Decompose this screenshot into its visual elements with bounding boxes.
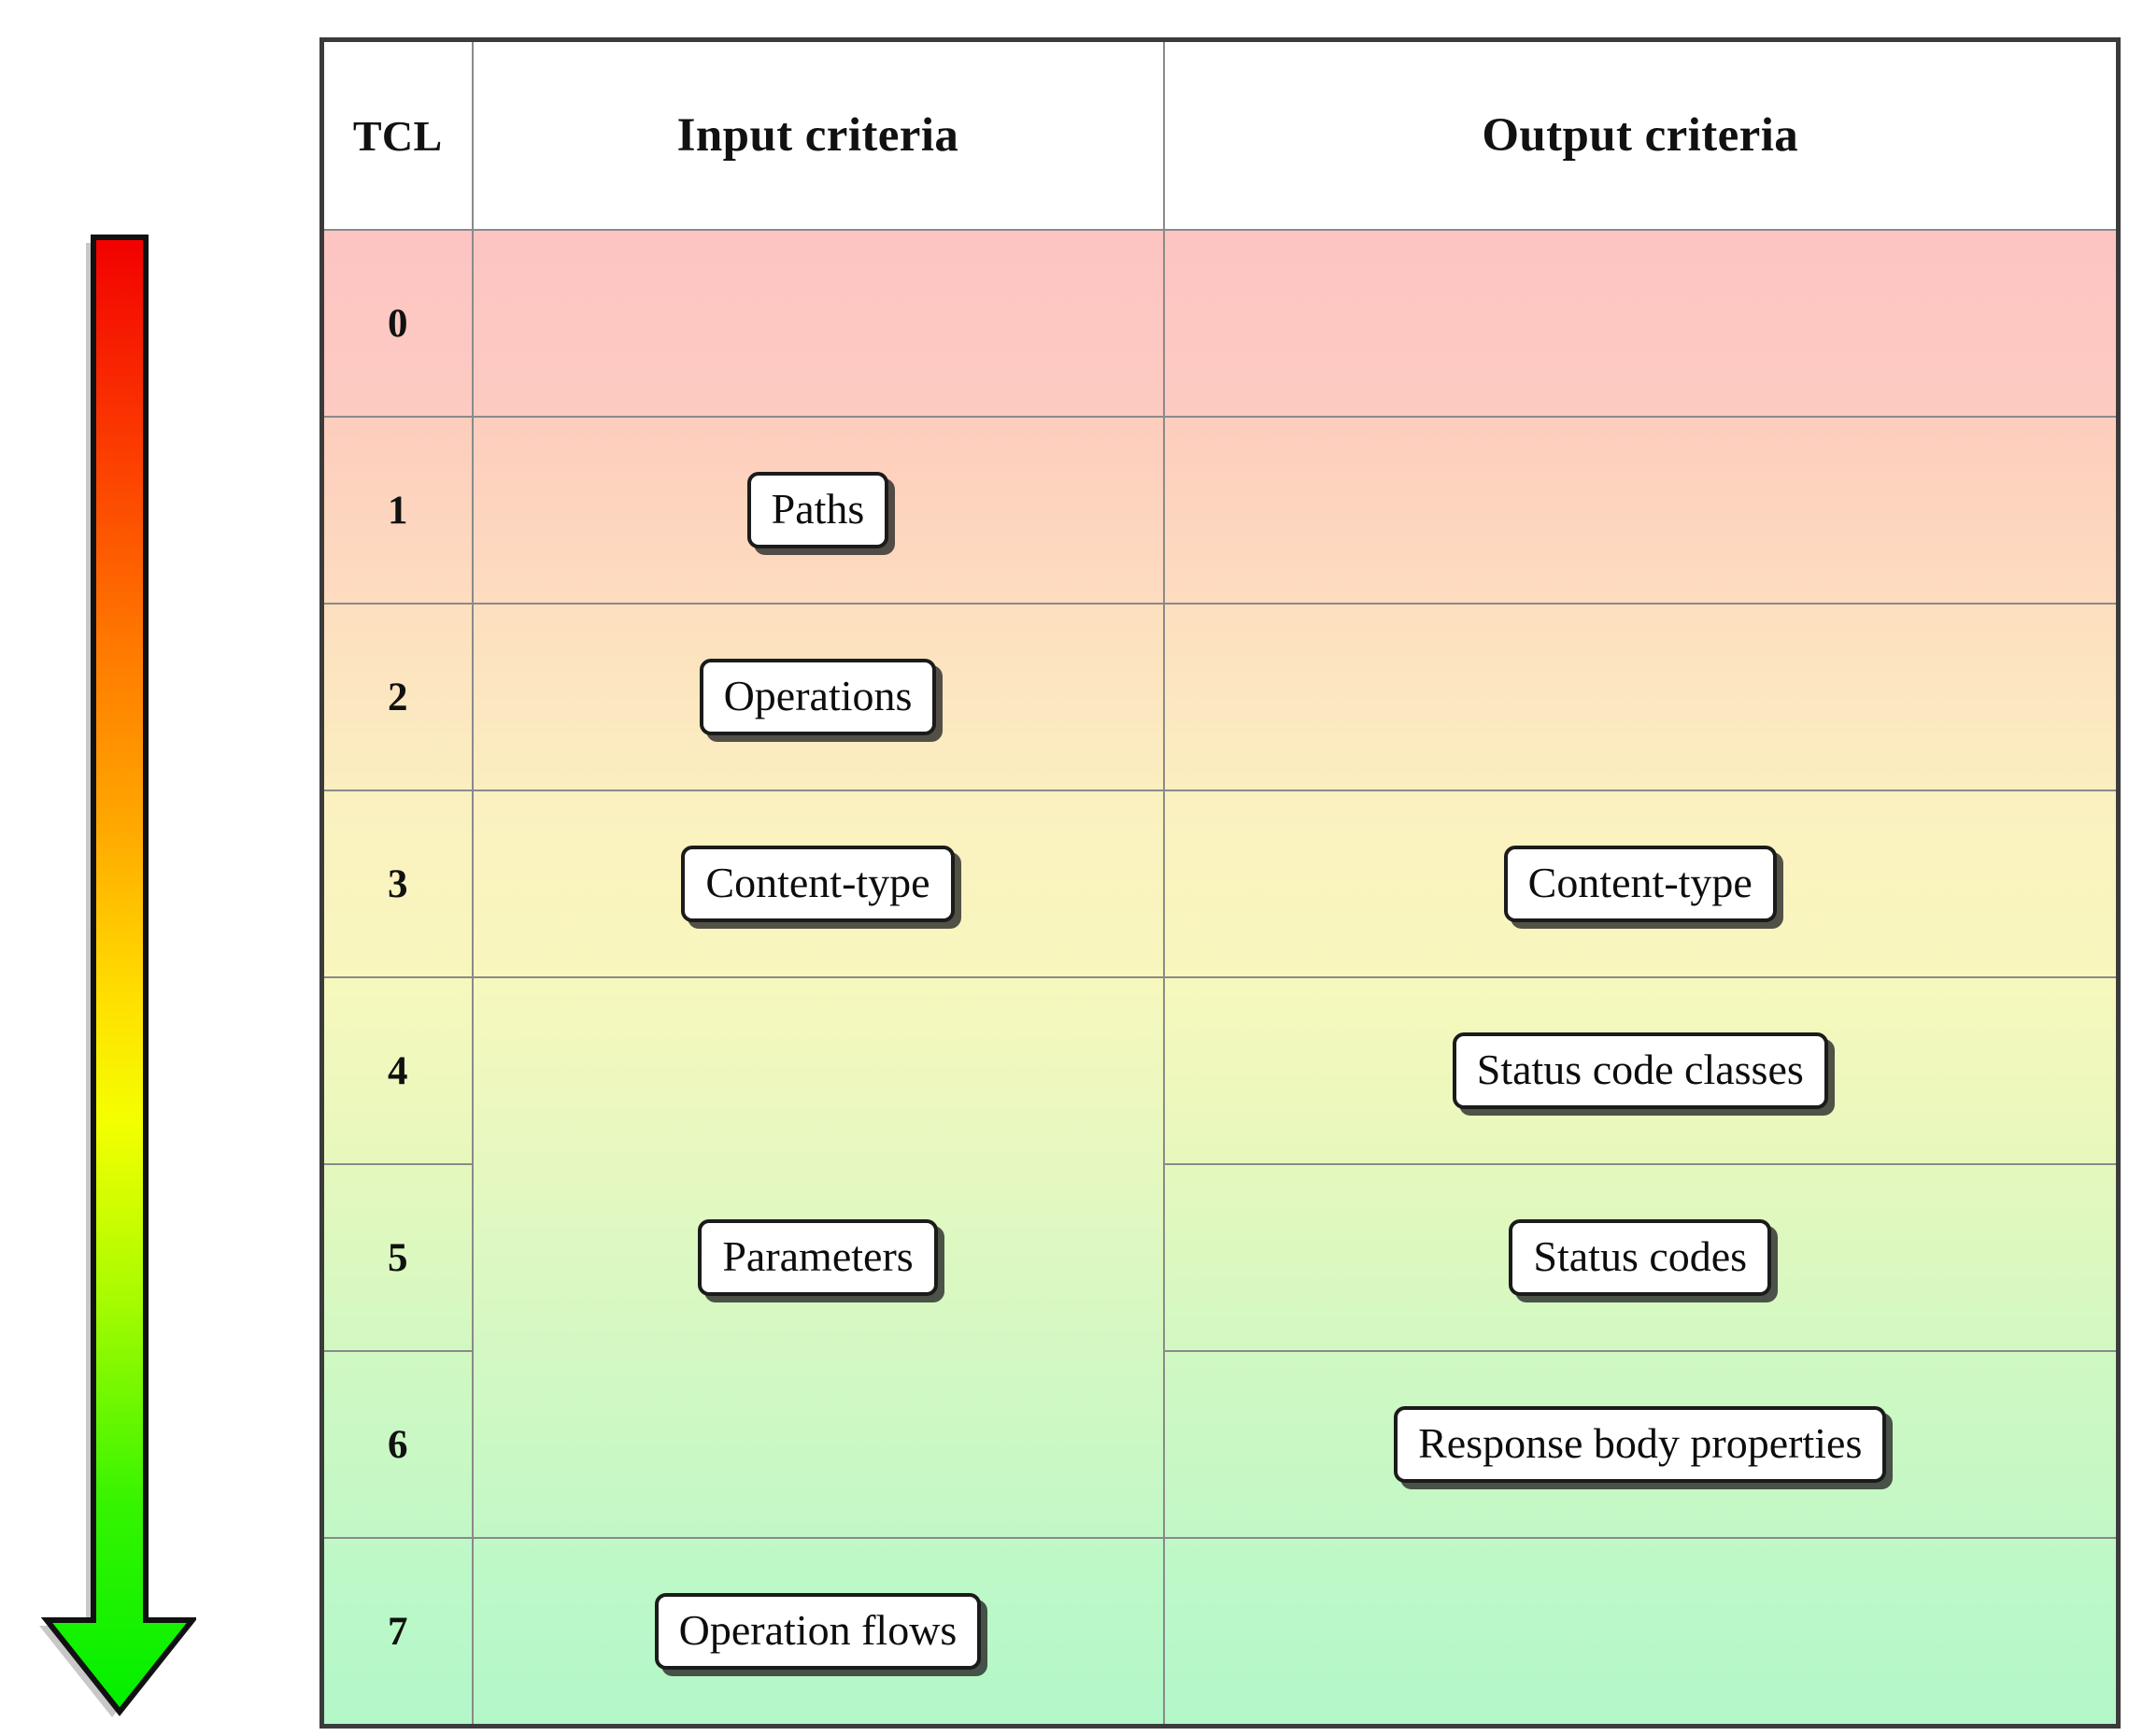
cell-content: Paths	[474, 418, 1163, 603]
input-criteria-cell: Operations	[471, 603, 1165, 791]
tcl-level-cell: 7	[320, 1537, 474, 1728]
cell-content	[474, 231, 1163, 416]
cell-content: Operations	[474, 605, 1163, 790]
cell-content: Status codes	[1165, 1165, 2117, 1350]
tcl-level-cell: 4	[320, 976, 474, 1165]
criteria-chip-status-codes: Status codes	[1509, 1219, 1772, 1296]
arrow-body	[40, 235, 196, 1716]
output-criteria-cell: Status code classes	[1162, 976, 2120, 1165]
cell-content	[1165, 605, 2117, 790]
column-header-output: Output criteria	[1162, 38, 2120, 231]
input-criteria-cell	[471, 229, 1165, 418]
criteria-chip-operations: Operations	[699, 659, 937, 735]
input-criteria-cell: Content-type	[471, 790, 1165, 978]
input-criteria-cell: Operation flows	[471, 1537, 1165, 1728]
tcl-level-cell: 5	[320, 1163, 474, 1352]
output-criteria-cell	[1162, 1537, 2120, 1728]
output-criteria-cell: Status codes	[1162, 1163, 2120, 1352]
table-row: 5 Status codes	[320, 1163, 2120, 1352]
cell-content: Content-type	[474, 791, 1163, 976]
output-criteria-cell: Content-type	[1162, 790, 2120, 978]
table-row: 1 Paths	[320, 416, 2120, 605]
cell-content	[1165, 418, 2117, 603]
criteria-chip-input-content-type: Content-type	[681, 846, 955, 922]
tcl-level-cell: 2	[320, 603, 474, 791]
output-criteria-cell	[1162, 416, 2120, 605]
arrow-icon	[39, 235, 196, 1717]
criteria-chip-status-code-classes: Status code classes	[1452, 1032, 1828, 1109]
table-row: 7 Operation flows	[320, 1537, 2120, 1728]
criteria-chip-paths: Paths	[746, 472, 889, 548]
cell-content	[1165, 1539, 2117, 1724]
criteria-chip-output-content-type: Content-type	[1503, 846, 1777, 922]
criteria-chip-parameters: Parameters	[698, 1219, 938, 1296]
criteria-chip-response-body-properties: Response body properties	[1394, 1406, 1887, 1483]
cell-content	[1165, 231, 2117, 416]
criteria-chip-operation-flows: Operation flows	[654, 1593, 982, 1670]
input-criteria-cell-merged: Parameters	[471, 976, 1165, 1539]
header-row: TCL Input criteria Output criteria	[320, 38, 2120, 231]
cell-content: Parameters	[474, 978, 1163, 1537]
table-row: 4 Parameters Status code classes	[320, 976, 2120, 1539]
table-row: 0	[320, 229, 2120, 418]
table-row: 3 Content-type Content-type	[320, 790, 2120, 978]
table-header: TCL Input criteria Output criteria	[320, 38, 2120, 231]
cell-content: Content-type	[1165, 791, 2117, 976]
tcl-level-cell: 1	[320, 416, 474, 605]
input-criteria-cell: Paths	[471, 416, 1165, 605]
tcl-criteria-table: TCL Input criteria Output criteria 0 1 P…	[319, 37, 2121, 1729]
output-criteria-cell	[1162, 229, 2120, 418]
tcl-level-cell: 3	[320, 790, 474, 978]
cell-content: Response body properties	[1165, 1352, 2117, 1537]
table-body: 0 1 Paths 2 Operations	[320, 229, 2120, 1728]
column-header-input: Input criteria	[471, 38, 1165, 231]
severity-gradient-arrow	[37, 222, 196, 1717]
tcl-level-cell: 6	[320, 1350, 474, 1539]
output-criteria-cell	[1162, 603, 2120, 791]
cell-content: Operation flows	[474, 1539, 1163, 1724]
output-criteria-cell: Response body properties	[1162, 1350, 2120, 1539]
table-row: 2 Operations	[320, 603, 2120, 791]
cell-content: Status code classes	[1165, 978, 2117, 1163]
column-header-tcl: TCL	[320, 38, 474, 231]
tcl-level-cell: 0	[320, 229, 474, 418]
